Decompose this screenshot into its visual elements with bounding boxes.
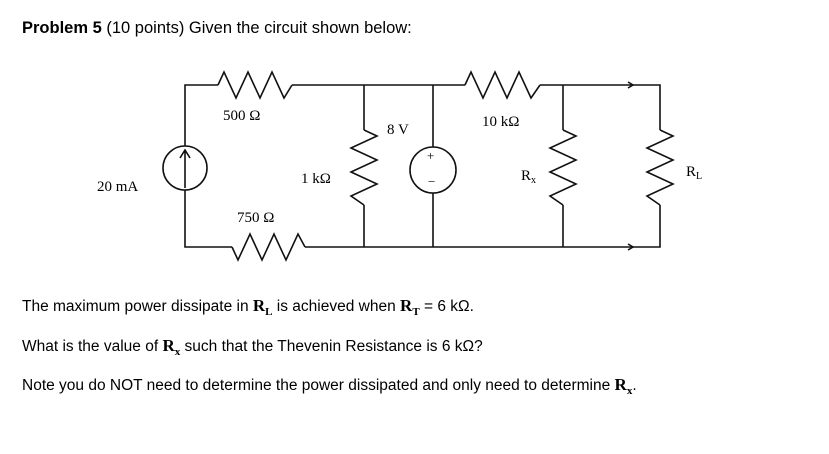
label-rx: Rx bbox=[521, 168, 536, 186]
label-500: 500 Ω bbox=[223, 108, 260, 124]
symbol-subscript: L bbox=[265, 306, 273, 319]
resistor-500 bbox=[217, 70, 293, 100]
symbol-r: R bbox=[614, 375, 627, 394]
label-rl: RL bbox=[686, 164, 702, 182]
circuit-diagram: 20 mA 500 Ω 750 Ω 1 kΩ 8 V + − 10 kΩ Rx … bbox=[97, 70, 702, 262]
text-line-1-part-c: is achieved when bbox=[272, 298, 401, 315]
resistor-rx bbox=[548, 129, 578, 206]
symbol-r: R bbox=[252, 296, 266, 315]
symbol-subscript: T bbox=[412, 306, 420, 319]
resistor-rl bbox=[645, 129, 675, 206]
problem-label: Problem 5 bbox=[22, 19, 102, 37]
arrow-up-icon bbox=[179, 148, 191, 188]
symbol-subscript: x bbox=[626, 385, 633, 398]
text-line-3-part-c: . bbox=[632, 377, 637, 394]
text-line-3: Note you do NOT need to determine the po… bbox=[22, 375, 637, 397]
label-rx-letter: R bbox=[521, 168, 531, 184]
resistor-750 bbox=[231, 232, 306, 262]
label-20ma: 20 mA bbox=[97, 179, 138, 195]
label-1k: 1 kΩ bbox=[301, 171, 331, 187]
label-750: 750 Ω bbox=[237, 210, 274, 226]
plus-sign: + bbox=[427, 148, 434, 163]
voltage-source bbox=[409, 146, 457, 194]
symbol-r: R bbox=[400, 296, 413, 315]
text-line-1-part-a: The maximum power dissipate in bbox=[22, 298, 253, 315]
text-line-3-part-a: Note you do NOT need to determine the po… bbox=[22, 377, 615, 394]
symbol-subscript: x bbox=[174, 346, 181, 359]
label-8v: 8 V bbox=[387, 122, 409, 138]
minus-sign: − bbox=[428, 174, 435, 189]
resistor-1k bbox=[349, 129, 379, 206]
label-rl-subscript: L bbox=[696, 171, 702, 182]
label-10k: 10 kΩ bbox=[482, 114, 519, 130]
text-line-1: The maximum power dissipate in RL is ach… bbox=[22, 296, 474, 318]
wire-top bbox=[184, 84, 661, 146]
text-line-2: What is the value of Rx such that the Th… bbox=[22, 336, 483, 358]
label-rl-letter: R bbox=[686, 164, 696, 180]
terminal-arrow-icon bbox=[627, 81, 635, 251]
current-source bbox=[162, 145, 208, 191]
resistor-10k bbox=[464, 70, 541, 100]
text-line-2-part-a: What is the value of bbox=[22, 338, 163, 355]
problem-heading: Problem 5 (10 points) Given the circuit … bbox=[22, 19, 412, 38]
wire-bottom bbox=[184, 190, 661, 248]
label-rx-subscript: x bbox=[531, 175, 536, 186]
text-line-2-part-c: such that the Thevenin Resistance is 6 k… bbox=[180, 338, 483, 355]
symbol-r: R bbox=[162, 336, 175, 355]
problem-intro: (10 points) Given the circuit shown belo… bbox=[101, 19, 412, 37]
text-line-1-part-e: = 6 kΩ. bbox=[419, 298, 474, 315]
